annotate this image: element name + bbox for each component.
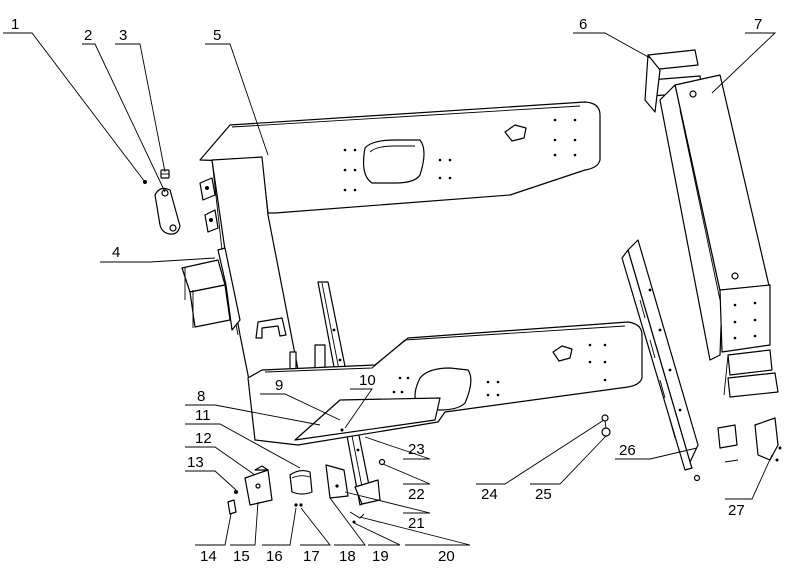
- frame-clip: [255, 317, 287, 339]
- lower-plate-holes: [340, 343, 607, 432]
- callout-18: 18: [339, 548, 356, 565]
- callout-8: 8: [197, 388, 205, 405]
- leader-lines: [3, 32, 777, 546]
- right-column: [659, 74, 771, 361]
- callout-12: 12: [195, 430, 212, 447]
- callout-3: 3: [119, 27, 127, 44]
- nuts-17: [294, 503, 303, 507]
- callout-4: 4: [112, 244, 120, 261]
- link-plate: [154, 187, 181, 235]
- callout-22: 22: [408, 486, 425, 503]
- angle-strip: [621, 239, 701, 482]
- bolt-13: [234, 490, 238, 494]
- bolt-22: [378, 458, 386, 466]
- callout-26: 26: [619, 442, 636, 459]
- callout-17: 17: [303, 548, 320, 565]
- callout-10: 10: [359, 372, 376, 389]
- callout-13: 13: [187, 454, 204, 471]
- callout-24: 24: [481, 486, 498, 503]
- upper-plate-holes: [343, 118, 577, 192]
- callout-numbers: 1 2 3 4 5 6 7 8 9 10 11 12 13 14 15 16 1…: [11, 16, 762, 565]
- callout-21: 21: [408, 515, 425, 532]
- upper-frame-plate: [199, 101, 601, 214]
- screw-14: [227, 499, 237, 515]
- callout-1: 1: [11, 16, 19, 33]
- callout-9: 9: [275, 377, 283, 394]
- pin-19-20: [349, 511, 365, 524]
- callout-25: 25: [535, 486, 552, 503]
- bolt-assembly: [601, 414, 611, 437]
- callout-16: 16: [266, 548, 283, 565]
- plate-18-21: [325, 464, 381, 505]
- callout-20: 20: [438, 548, 455, 565]
- callout-2: 2: [84, 27, 92, 44]
- angle-bracket: [244, 465, 273, 506]
- callout-14: 14: [200, 548, 217, 565]
- callout-11: 11: [195, 407, 211, 424]
- callout-6: 6: [579, 16, 587, 33]
- callout-27: 27: [728, 502, 745, 519]
- callout-23: 23: [408, 441, 425, 458]
- block-16: [289, 469, 313, 495]
- callout-7: 7: [754, 16, 762, 33]
- lower-frame-plate: [247, 321, 643, 446]
- bottom-bracket: [723, 349, 779, 398]
- hinge-assembly: [717, 417, 782, 463]
- side-bracket: [181, 247, 241, 331]
- callout-19: 19: [372, 548, 389, 565]
- callout-15: 15: [233, 548, 250, 565]
- callout-5: 5: [213, 27, 221, 44]
